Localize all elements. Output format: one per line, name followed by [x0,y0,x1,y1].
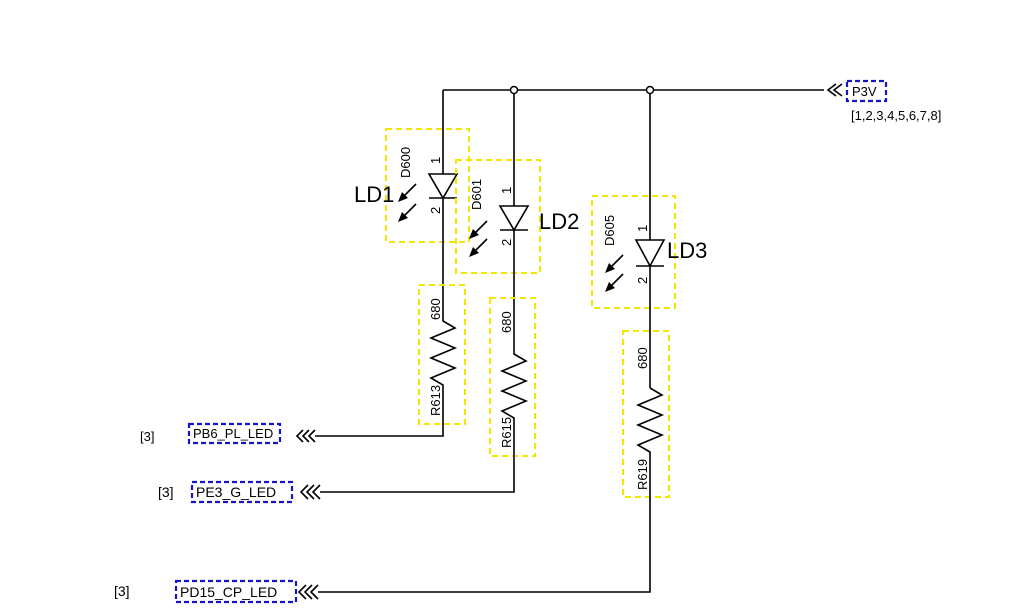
led-ld2-emit [472,220,488,254]
resistor-r613-value: 680 [428,298,443,320]
led-ld3-diode [634,239,666,268]
led-ld2-diode [498,205,530,232]
port-pe3-g-led: [3] PE3_G_LED [158,480,321,504]
led-ld1-pin1: 1 [428,157,443,164]
port-pe3-arrow [299,484,321,500]
junction-dot-1 [509,85,519,95]
led-ld2-designator: D601 [469,179,484,210]
port-pd15-net-label: PD15_CP_LED [180,584,277,600]
port-pe3-net-box [190,480,294,504]
port-pe3-net-label: PE3_G_LED [196,484,276,500]
port-pd15-arrow [297,584,319,600]
led-ld1-designator: D600 [398,147,413,178]
led-ld3-highlight [591,195,676,309]
led-ld2-pin2: 2 [499,239,514,246]
port-pd15-page-ref: [3] [114,583,130,599]
resistor-r619-value: 680 [635,347,650,369]
resistor-r615-ref: R615 [499,417,514,448]
port-pb6-net-box [187,422,282,445]
resistor-r619-ref: R619 [635,459,650,490]
led-ld1-emit [401,183,417,219]
resistor-r615-value: 680 [499,311,514,333]
led-ld3-ref: LD3 [667,238,707,263]
led-ld2-pin1: 1 [499,187,514,194]
port-pb6-pl-led: [3] PB6_PL_LED [140,422,316,445]
supply-page-ref: [1,2,3,4,5,6,7,8] [851,108,941,123]
resistor-r615: 680 R615 [320,297,536,493]
port-pd15-cp-led: [3] PD15_CP_LED [114,579,319,604]
port-pb6-page-ref: [3] [140,429,154,444]
led-ld3: D605 1 2 LD3 [591,195,707,388]
led-ld1: D600 1 2 LD1 [354,128,470,311]
led-ld3-pin1: 1 [635,225,650,232]
led-ld2-highlight [455,159,541,274]
port-pe3-page-ref: [3] [158,484,174,500]
led-ld3-arrowheads [605,263,615,292]
port-pd15-net-box [174,579,298,604]
resistor-r613: 680 R613 [315,284,466,437]
resistor-r619-highlight [622,330,670,498]
resistor-r613-zigzag [315,311,458,437]
supply-rail: P3V [1,2,3,4,5,6,7,8] [442,79,941,240]
supply-net-box [845,79,888,103]
supply-port-arrow [826,83,843,97]
resistor-r615-highlight [489,297,536,457]
led-ld2-ref: LD2 [539,209,579,234]
led-ld1-highlight [385,128,470,243]
led-ld2-arrowheads [469,229,479,257]
supply-net-label: P3V [852,84,877,99]
led-ld3-emit [608,254,624,289]
resistor-r615-zigzag [320,352,529,493]
rail-wire [442,89,824,240]
led-ld1-diode [427,173,459,200]
resistor-r613-highlight [418,284,466,425]
led-ld1-pin2: 2 [428,207,443,214]
led-ld3-pin2: 2 [635,277,650,284]
resistor-r619-zigzag [318,387,665,593]
led-ld1-ref: LD1 [354,182,394,207]
led-ld3-designator: D605 [602,215,617,246]
led-ld2: D601 1 2 LD2 [455,159,579,352]
resistor-r619: 680 R619 [318,330,670,593]
led-ld1-arrowheads [398,192,408,222]
port-pb6-net-label: PB6_PL_LED [193,426,273,441]
port-pb6-arrow [295,429,316,443]
junction-dot-2 [645,85,655,95]
resistor-r613-ref: R613 [428,385,443,416]
